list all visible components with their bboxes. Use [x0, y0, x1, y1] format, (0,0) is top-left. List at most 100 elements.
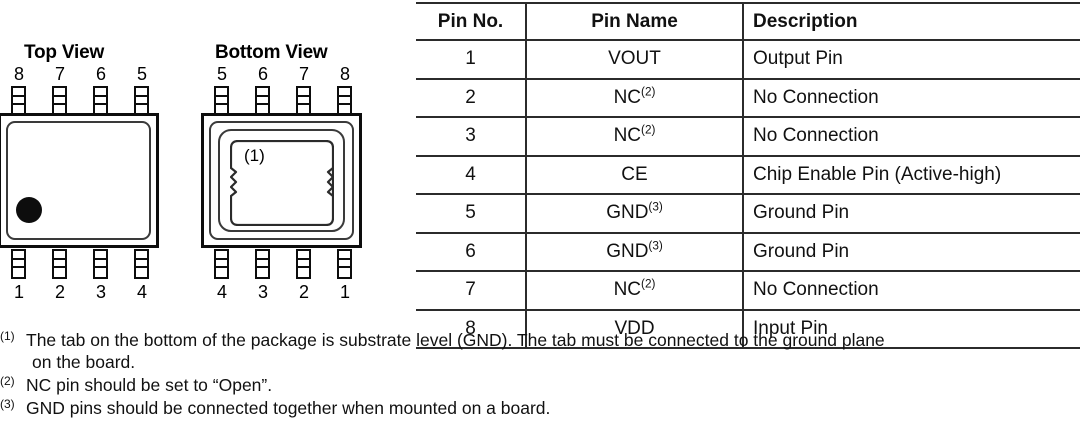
top-view-pin-label-2: 2 [54, 282, 65, 302]
cell-pin-no: 8 [416, 308, 527, 349]
cell-description: Output Pin [743, 39, 1080, 80]
top-view-lead-2 [52, 249, 67, 279]
bottom-view-lead-3 [255, 249, 270, 279]
cell-description: No Connection [743, 270, 1080, 311]
cell-pin-no: 2 [416, 77, 527, 118]
top-view-pin-label-8: 8 [13, 64, 24, 84]
cell-description: Chip Enable Pin (Active-high) [743, 154, 1080, 195]
footnote-text: GND pins should be connected together wh… [26, 398, 551, 418]
top-view-lead-4 [134, 249, 149, 279]
cell-description: Ground Pin [743, 193, 1080, 234]
bottom-view-pin-label-3: 3 [257, 282, 268, 302]
thermal-pad-footnote-label: (1) [244, 146, 265, 165]
bottom-view-pin-label-6: 6 [257, 64, 268, 84]
top-view-lead-8 [11, 86, 26, 116]
top-view-pin-label-3: 3 [95, 282, 106, 302]
top-view-lead-1 [11, 249, 26, 279]
cell-pin-name: GND(3) [526, 193, 744, 234]
footnotes-block: (1) The tab on the bottom of the package … [0, 329, 1080, 420]
table-row: 8 VDD Input Pin [416, 308, 1080, 349]
footnote-text: NC pin should be set to “Open”. [26, 375, 273, 395]
pin-name-text: NC [613, 279, 642, 300]
footnote: (2)NC pin should be set to “Open”. [0, 374, 1080, 396]
top-view-lead-7 [52, 86, 67, 116]
pin-name-footnote-marker: (2) [641, 123, 656, 137]
bottom-view-lead-6 [255, 86, 270, 116]
footnote: (3) GND pins should be connected together… [0, 397, 1080, 419]
bottom-view-package-body: (1) [201, 113, 362, 248]
pin-name-footnote-marker: (3) [648, 239, 663, 253]
pin-name-text: VDD [614, 317, 655, 339]
cell-pin-no: 6 [416, 231, 527, 272]
cell-pin-name: VDD [526, 308, 744, 349]
top-view-lead-3 [93, 249, 108, 279]
pin-name-footnote-marker: (3) [648, 200, 663, 214]
cell-pin-name: CE [526, 154, 744, 195]
cell-pin-no: 5 [416, 193, 527, 234]
cell-pin-name: NC(2) [526, 270, 744, 311]
cell-pin-name: NC(2) [526, 77, 744, 118]
cell-pin-name: GND(3) [526, 231, 744, 272]
cell-pin-no: 4 [416, 154, 527, 195]
pin-name-text: GND [606, 202, 649, 223]
cell-description: No Connection [743, 116, 1080, 157]
bottom-view-pin-label-1: 1 [339, 282, 350, 302]
top-view-lead-5 [134, 86, 149, 116]
cell-description: Ground Pin [743, 231, 1080, 272]
package-diagrams: Top View 8 7 6 5 1 2 3 4 Bottom View 5 6… [0, 0, 410, 322]
table-row: 1 VOUT Output Pin [416, 39, 1080, 80]
bottom-view-lead-5 [214, 86, 229, 116]
bottom-view-pin-label-7: 7 [298, 64, 309, 84]
bottom-view-lead-4 [214, 249, 229, 279]
top-view-pin-label-1: 1 [13, 282, 24, 302]
bottom-view-lead-1 [337, 249, 352, 279]
top-view-pin-label-4: 4 [136, 282, 147, 302]
bottom-view-lead-7 [296, 86, 311, 116]
cell-pin-no: 7 [416, 270, 527, 311]
cell-pin-name: VOUT [526, 39, 744, 80]
cell-pin-no: 1 [416, 39, 527, 80]
footnote-text-continuation: on the board. [32, 352, 136, 372]
bottom-view-pin-label-8: 8 [339, 64, 350, 84]
cell-description: Input Pin [743, 308, 1080, 349]
exposed-thermal-pad [230, 140, 334, 226]
pin-name-text: NC [613, 125, 642, 146]
top-view-pin-label-6: 6 [95, 64, 106, 84]
pin-name-text: NC [613, 86, 642, 108]
cell-pin-name: NC(2) [526, 116, 744, 157]
top-view-title: Top View [24, 42, 105, 63]
top-view-pin-label-5: 5 [136, 64, 147, 84]
column-header-description: Description [743, 2, 1080, 41]
table-header-row: Pin No. Pin Name Description [416, 2, 1080, 41]
cell-pin-no: 3 [416, 116, 527, 157]
cell-description: No Connection [743, 77, 1080, 118]
footnote-marker: (3) [0, 397, 15, 411]
pin1-indicator-dot [16, 197, 42, 223]
pin-name-footnote-marker: (2) [641, 85, 656, 99]
bottom-view-title: Bottom View [215, 42, 328, 63]
pin-name-text: CE [621, 163, 648, 185]
footnote-marker: (1) [0, 329, 15, 343]
table-row: 4 CE Chip Enable Pin (Active-high) [416, 154, 1080, 195]
pin-name-text: VOUT [608, 48, 661, 69]
pin-name-text: GND [606, 240, 649, 262]
footnote-text: The tab on the bottom of the package is … [26, 330, 885, 350]
pin-description-table: Pin No. Pin Name Description 1 VOUT Output… [416, 2, 1080, 349]
top-view-pin-label-7: 7 [54, 64, 65, 84]
column-header-pin-name: Pin Name [526, 2, 744, 41]
pin-name-footnote-marker: (2) [641, 277, 656, 291]
footnote: (1) The tab on the bottom of the package … [0, 329, 1080, 373]
bottom-view-pin-label-4: 4 [216, 282, 227, 302]
top-view-lead-6 [93, 86, 108, 116]
bottom-view-pin-label-2: 2 [298, 282, 309, 302]
bottom-view-pin-label-5: 5 [216, 64, 227, 84]
top-view-package-body [0, 113, 159, 248]
bottom-view-lead-2 [296, 249, 311, 279]
column-header-pin-no: Pin No. [416, 2, 527, 41]
bottom-view-lead-8 [337, 86, 352, 116]
